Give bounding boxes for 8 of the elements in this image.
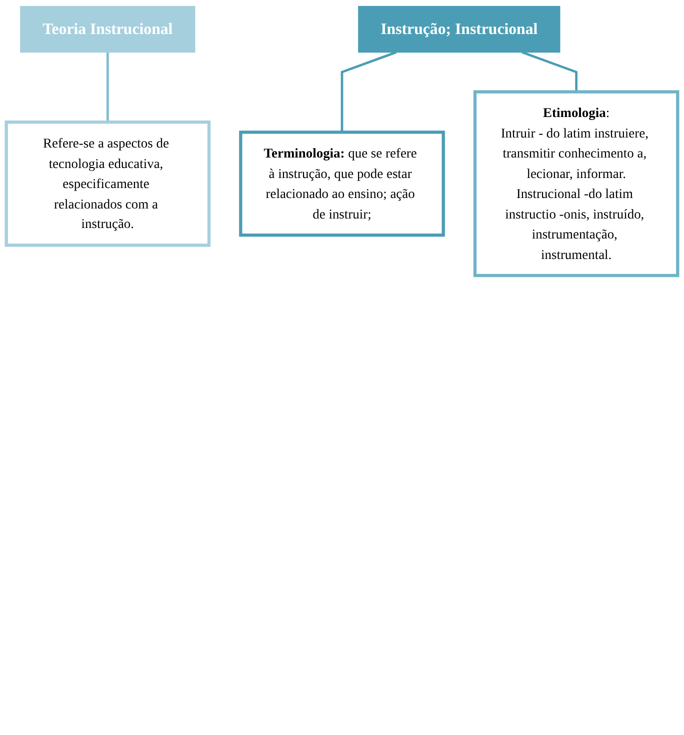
node-box: Refere-se a aspectos de tecnologia educativa, especificamente relacionados com a instrução. bbox=[4, 120, 211, 247]
connector bbox=[106, 52, 109, 122]
connector bbox=[340, 51, 397, 132]
connector bbox=[522, 51, 578, 92]
node-box: Terminologia: que se refere à instrução, que pode estar relacionado ao ensino; ação de instruir; bbox=[239, 130, 445, 237]
node-box: Etimologia: Intruir - do latim instruiere, transmitir conhecimento a, lecionar, informar. Instrucional -do latim instructio -onis, instruído, instrumentação, instrumental. bbox=[473, 90, 680, 278]
node-box: Teoria Instrucional bbox=[20, 6, 196, 53]
node-box: Instrução; Instrucional bbox=[358, 6, 560, 53]
